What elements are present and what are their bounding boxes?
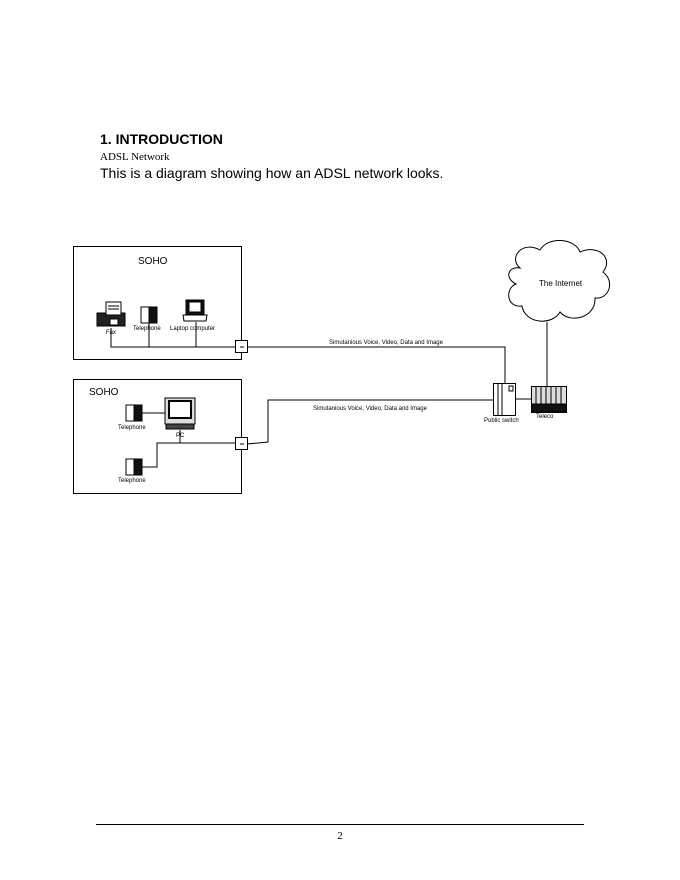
pc-label: PC	[176, 433, 185, 439]
teleco-icon	[531, 386, 567, 413]
laptop-icon	[182, 299, 208, 322]
footer-rule	[96, 824, 584, 825]
internet-cloud-icon	[508, 240, 611, 322]
telephone-icon	[140, 306, 158, 324]
laptop-label: Laptop computer	[170, 326, 215, 332]
telephone-icon	[125, 458, 143, 476]
pc-icon	[164, 397, 196, 430]
subheading: ADSL Network	[100, 151, 170, 163]
link-label-1: Simutanious Voice, Video, Data and Image	[329, 340, 444, 346]
section-heading: 1. INTRODUCTION	[100, 131, 223, 147]
teleco-label: Teleco	[536, 414, 554, 420]
telephone-icon	[125, 404, 143, 422]
telephone-label: Telephone	[118, 425, 146, 431]
soho-box-1	[73, 246, 242, 360]
public-switch-icon	[493, 383, 516, 416]
soho-1-label: SOHO	[138, 256, 168, 267]
telephone-label: Telephone	[118, 478, 146, 484]
intro-text: This is a diagram showing how an ADSL ne…	[100, 165, 444, 181]
fax-icon	[96, 301, 126, 327]
public-switch-label: Public switch	[484, 418, 519, 424]
soho-box-2	[73, 379, 242, 494]
telephone-label: Telephone	[133, 326, 161, 332]
soho-2-label: SOHO	[89, 387, 119, 398]
link-label-2: Simutanious Voice, Video, Data and Image	[313, 406, 428, 412]
internet-label: The Internet	[539, 279, 583, 288]
page-number: 2	[337, 830, 343, 842]
